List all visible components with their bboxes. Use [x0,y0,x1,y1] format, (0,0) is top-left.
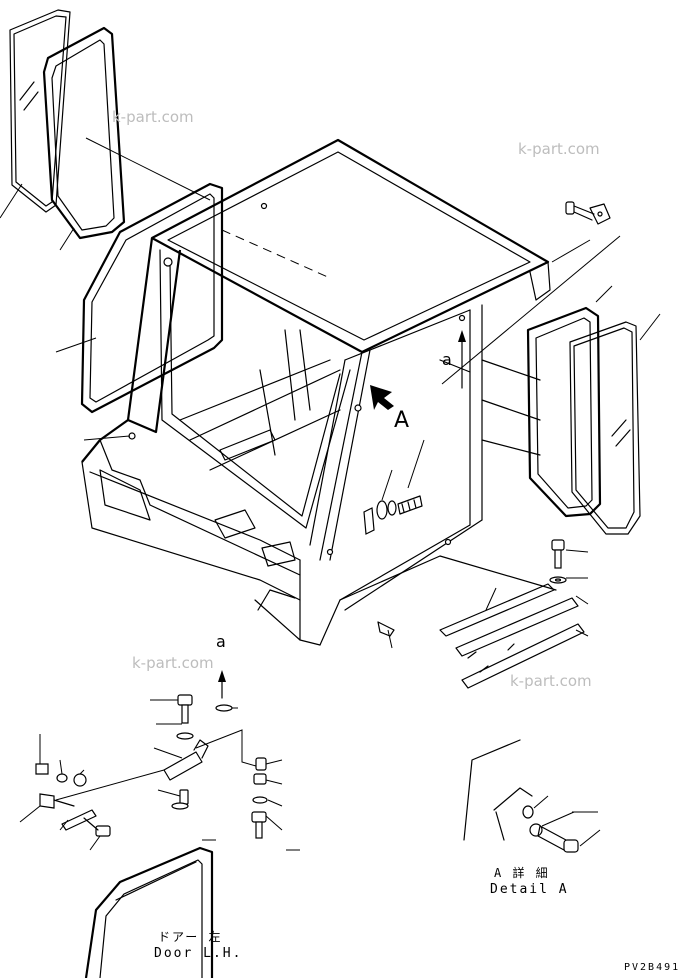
leader-lines [0,137,661,851]
watermark: k-part.com [510,672,592,690]
clip-part [377,621,395,637]
detail-a-caption-en: Detail A [490,882,569,897]
cab-frame [81,138,551,646]
rear-window-gasket [80,182,224,414]
watermark: k-part.com [132,654,214,672]
door-lh-caption-en: Door L.H. [154,946,243,961]
detail-a-inset [463,739,579,853]
watermark: k-part.com [518,140,600,158]
view-marker-a-label: A [394,408,410,433]
watermark: k-part.com [112,108,194,126]
view-direction-arrow [370,385,394,410]
roof-bolt-and-bracket [565,201,611,225]
left-side-window-gasket [42,26,126,240]
detail-a-caption-jp: A 詳 細 [494,866,550,880]
door-lh-caption-jp: ドアー 左 [158,930,223,944]
arrow-a-lower-label: a [216,632,226,651]
door-left-hand-frame [84,846,214,978]
door-hinge-parts [35,694,268,839]
door-pin-parts [363,495,423,535]
left-side-window-glass [9,9,71,213]
arrow-a-upper-label: a [442,350,452,369]
right-side-window-glass [569,321,641,535]
drawing-code: PV2B491 [624,962,681,973]
right-side-window-gasket [526,306,602,518]
step-bolt-and-washer [549,539,567,584]
arrow-a-lower [218,670,226,699]
arrow-a-upper [458,330,466,389]
